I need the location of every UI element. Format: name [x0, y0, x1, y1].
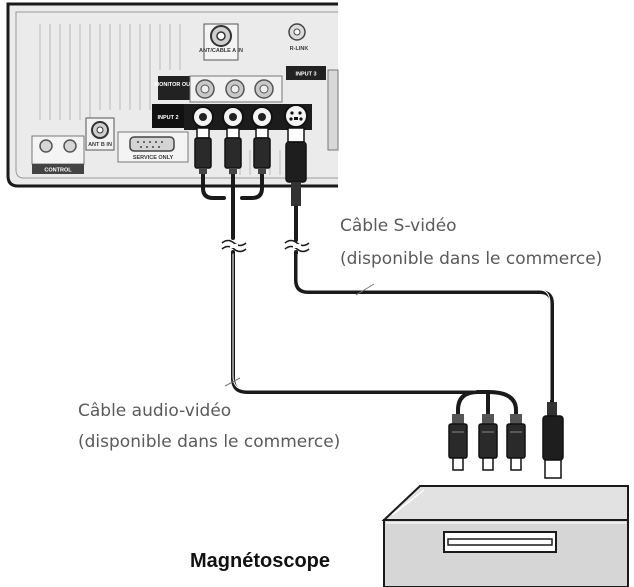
control-label: CONTROL	[44, 168, 72, 174]
vcr-av-plugs	[448, 414, 526, 471]
vcr-rca-plug-center	[478, 414, 498, 471]
break-mask	[230, 244, 301, 248]
input2-label: INPUT 2	[157, 115, 178, 121]
cable-break-marks	[221, 239, 310, 253]
tv-rca-plug-left	[194, 127, 212, 174]
ant-cable-a-connector: ANT/CABLE A IN	[199, 23, 243, 61]
vcr-cassette-slot	[443, 531, 557, 553]
input3-tag: INPUT 3	[286, 66, 326, 80]
monitor-out-label: MONITOR OUT	[154, 82, 194, 88]
av-cable-label: Câble audio-vidéo (disponible dans le co…	[78, 377, 340, 452]
av-cable-availability: (disponible dans le commerce)	[78, 432, 340, 452]
right-jack-strip	[327, 69, 339, 151]
vcr-rca-plug-right	[506, 414, 526, 471]
av-cable-title: Câble audio-vidéo	[78, 401, 231, 421]
input3-label: INPUT 3	[295, 72, 316, 78]
tv-rca-plug-center	[224, 127, 242, 174]
av-cable-highlight	[232, 253, 477, 391]
tv-av-plugs	[194, 127, 271, 174]
tv-svideo-plug	[285, 127, 307, 206]
panel-inner-edge	[15, 11, 338, 179]
control-connector: CONTROL	[31, 135, 85, 174]
service-only-connector: SERVICE ONLY	[117, 131, 189, 163]
svideo-cable-title: Câble S-vidéo	[340, 216, 457, 236]
ant-cable-label: ANT/CABLE A IN	[199, 48, 243, 54]
vcr-device	[381, 485, 629, 587]
svideo-cable-highlight	[297, 254, 551, 400]
svideo-cable-availability: (disponible dans le commerce)	[340, 249, 602, 269]
rlink-connector: R-LINK	[288, 23, 309, 52]
monitor-out-row: MONITOR OUT	[154, 75, 283, 103]
service-only-label: SERVICE ONLY	[133, 155, 174, 161]
ant-b-label: ANT B IN	[88, 142, 112, 148]
rlink-label: R-LINK	[290, 46, 309, 52]
input2-row: INPUT 2	[152, 104, 312, 130]
tv-rca-plug-right	[253, 127, 271, 174]
tv-rear-panel: ANT/CABLE A IN R-LINK INPUT 3 MONITOR OU…	[6, 2, 339, 188]
vcr-svideo-plug	[542, 402, 564, 479]
svideo-cable	[294, 204, 554, 404]
vcr-rca-plug-left	[448, 414, 468, 471]
vcr-caption: Magnétoscope	[190, 550, 330, 572]
ant-b-connector: ANT B IN	[85, 117, 115, 151]
svideo-jack	[284, 104, 308, 128]
svideo-cable-label: Câble S-vidéo (disponible dans le commer…	[340, 216, 602, 296]
